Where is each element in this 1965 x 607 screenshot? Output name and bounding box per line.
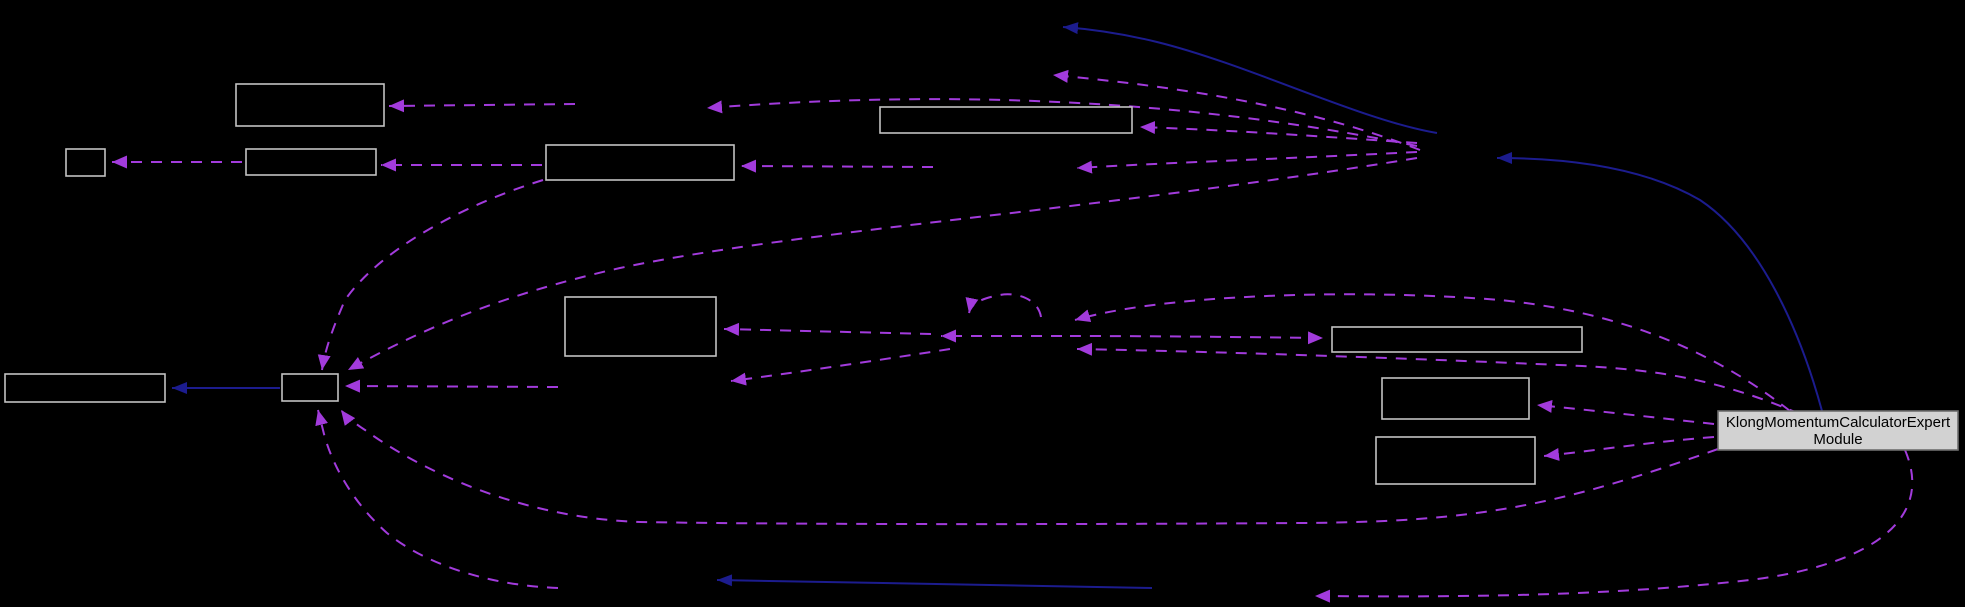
node-bottom-left-wide[interactable] [4,373,166,403]
edge-hidden-to-midtop [740,159,934,173]
node-right-small-2[interactable] [1375,436,1536,485]
edge-label-to-rightsmall2 [1543,436,1715,461]
edge-hidden-to-hubsmall-right [344,379,559,393]
edge-blue-label-to-hub [1496,152,1823,412]
node-wide-right[interactable] [1331,326,1583,353]
edge-loopnode-to-wideright [1069,331,1324,345]
edge-hub-to-hidden-topmost [1052,69,1421,151]
edge-label-to-hubsmall-long [340,409,1719,526]
node-wide-top[interactable] [879,106,1133,134]
edge-self-loop [965,293,1042,318]
node-hub-small[interactable] [281,373,339,402]
edge-hidden-to-topleft1 [388,99,576,113]
label-node-line-2: Module [1813,431,1862,448]
edge-hub-to-hubsmall-top [347,157,1418,371]
label-node-line-1: KlongMomentumCalculatorExpert [1726,414,1951,431]
node-middle[interactable] [564,296,717,357]
node-left-row-2[interactable] [245,148,377,176]
edge-hub-to-hidden-upper [706,98,1418,147]
node-mid-top[interactable] [545,144,735,181]
edge-label-to-hidden-bottom [1314,449,1914,603]
edge-label-to-loopnode-over [1074,293,1791,412]
edge-hub-to-widetop [1139,121,1418,144]
edge-blue-bottom [716,574,1153,589]
edge-blue-hub-to-top [1062,22,1438,134]
edge-hub-to-hidden-mid [1076,151,1418,174]
edge-midtop-to-hubsmall [317,179,544,371]
edge-label-to-rightsmall1 [1536,399,1715,425]
edges-layer [112,22,1914,603]
edge-label-to-loopnode-under [1076,342,1801,415]
edge-hiddenbottom-to-hubsmall [315,409,559,589]
edge-loopnode-to-hidden-low [730,348,951,386]
edge-hiddenmid-to-middle [723,322,932,336]
node-top-left-1[interactable] [235,83,385,127]
label-node-box[interactable] [1717,410,1959,451]
node-right-small-1[interactable] [1381,377,1530,420]
node-small-left[interactable] [65,148,106,177]
